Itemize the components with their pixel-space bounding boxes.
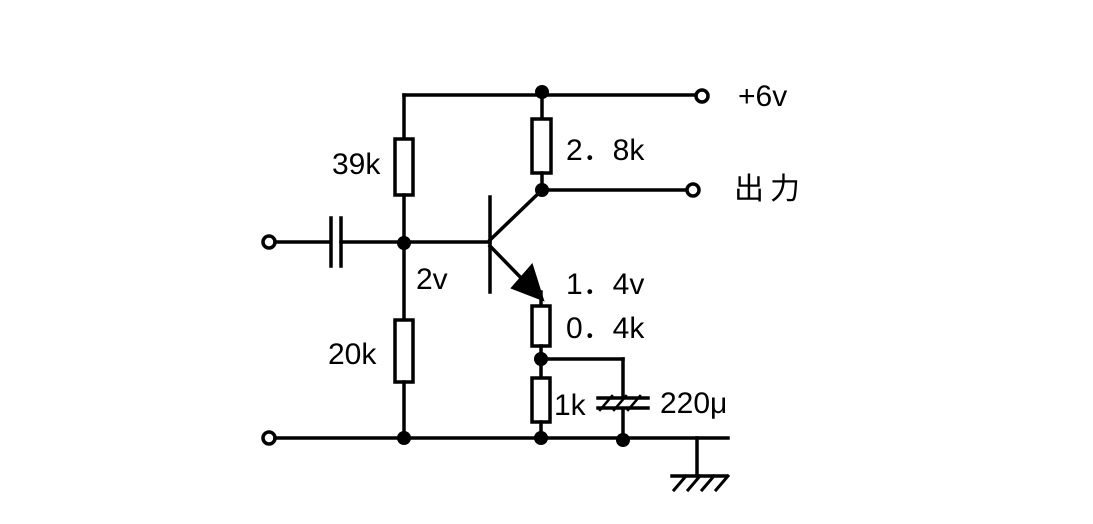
- bypass-capacitor-hatch-2: [612, 394, 628, 412]
- junction-dot: [397, 431, 411, 445]
- bypass-capacitor-hatch-3: [626, 394, 642, 412]
- ground-hatch-3: [699, 473, 717, 493]
- emitter-resistor-label: 0．4k: [566, 312, 645, 345]
- collector-resistor-label: 2．8k: [566, 134, 645, 167]
- ground-hatch-1: [671, 473, 689, 493]
- emitter-voltage-label: 1．4v: [566, 268, 644, 301]
- emitter-resistor: [530, 304, 552, 348]
- collector-resistor: [530, 117, 553, 175]
- bias-resistor-bottom: [393, 318, 415, 384]
- bias-resistor-top-label: 39k: [332, 148, 381, 181]
- bypass-capacitor-hatch-1: [598, 394, 614, 412]
- input-terminal: [261, 234, 277, 250]
- output-label: 出力: [734, 173, 806, 206]
- junction-dot: [534, 431, 548, 445]
- emitter-bypass-resistor-label: 1k: [554, 389, 587, 422]
- junction-dot: [397, 236, 411, 250]
- junction-dot: [535, 85, 549, 99]
- supply-terminal: [694, 88, 710, 104]
- supply-voltage-label: +6v: [738, 80, 787, 113]
- junction-dot: [534, 352, 548, 366]
- ground-hatch-4: [713, 473, 731, 493]
- emitter-arrow-icon: [510, 262, 545, 302]
- junction-dot: [535, 183, 549, 197]
- bias-resistor-top: [393, 137, 415, 197]
- transistor-collector: [487, 187, 545, 243]
- output-terminal: [685, 182, 701, 198]
- base-voltage-label: 2v: [416, 263, 448, 296]
- emitter-bypass-resistor: [530, 376, 552, 424]
- ground-hatch-2: [685, 473, 703, 493]
- bypass-capacitor-label: 220μ: [660, 387, 727, 420]
- bias-resistor-bottom-label: 20k: [328, 338, 377, 371]
- ground-input-terminal: [261, 430, 277, 446]
- junction-dot: [616, 433, 630, 447]
